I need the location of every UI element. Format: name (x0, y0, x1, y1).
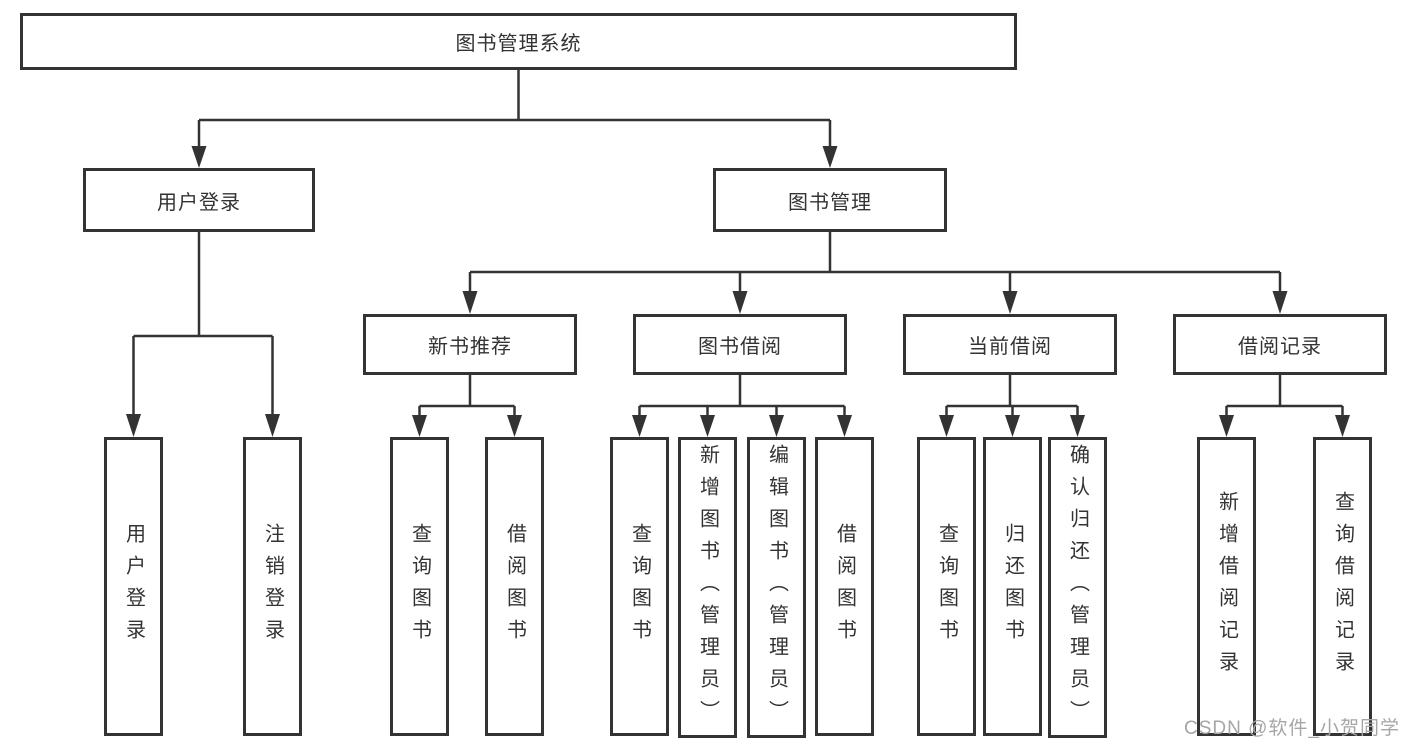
node-root: 图书管理系统 (20, 13, 1017, 70)
node-borrow-record: 借阅记录 (1173, 314, 1387, 375)
leaf-edit-book-admin: 编辑图书（管理员） (747, 437, 806, 738)
leaf-recommend-query-book-label: 查询图书 (408, 522, 431, 651)
leaf-user-login: 用户登录 (104, 437, 163, 736)
leaf-edit-book-admin-label: 编辑图书（管理员） (765, 443, 788, 732)
leaf-confirm-return-admin: 确认归还（管理员） (1048, 437, 1107, 738)
node-current-borrow: 当前借阅 (903, 314, 1117, 375)
leaf-return-book: 归还图书 (983, 437, 1042, 736)
leaf-confirm-return-admin-label: 确认归还（管理员） (1066, 443, 1089, 732)
node-book-borrow-label: 图书借阅 (698, 336, 782, 358)
node-new-book-recommend-label: 新书推荐 (428, 336, 512, 358)
leaf-logout-label: 注销登录 (261, 522, 284, 651)
csdn-watermark: CSDN @软件_小贺同学 (1184, 718, 1400, 739)
leaf-recommend-borrow-book: 借阅图书 (485, 437, 544, 736)
node-borrow-record-label: 借阅记录 (1238, 336, 1322, 358)
node-book-borrow: 图书借阅 (633, 314, 847, 375)
node-new-book-recommend: 新书推荐 (363, 314, 577, 375)
node-user-login: 用户登录 (83, 168, 315, 232)
leaf-borrow-query-book: 查询图书 (610, 437, 669, 736)
leaf-query-borrow-record: 查询借阅记录 (1313, 437, 1372, 736)
leaf-borrow-query-book-label: 查询图书 (628, 522, 651, 651)
node-root-label: 图书管理系统 (455, 33, 582, 55)
leaf-add-borrow-record-label: 新增借阅记录 (1215, 490, 1238, 683)
leaf-recommend-query-book: 查询图书 (390, 437, 449, 736)
node-current-borrow-label: 当前借阅 (968, 336, 1052, 358)
node-user-login-label: 用户登录 (157, 191, 241, 214)
leaf-current-query-book: 查询图书 (917, 437, 976, 736)
leaf-recommend-borrow-book-label: 借阅图书 (503, 522, 526, 651)
leaf-add-book-admin-label: 新增图书（管理员） (696, 443, 719, 732)
leaf-logout: 注销登录 (243, 437, 302, 736)
leaf-return-book-label: 归还图书 (1001, 522, 1024, 651)
leaf-borrow-book-label: 借阅图书 (833, 522, 856, 651)
leaf-user-login-label: 用户登录 (122, 522, 145, 651)
node-book-management: 图书管理 (713, 168, 947, 232)
leaf-borrow-book: 借阅图书 (815, 437, 874, 736)
leaf-current-query-book-label: 查询图书 (935, 522, 958, 651)
leaf-add-book-admin: 新增图书（管理员） (678, 437, 737, 738)
leaf-query-borrow-record-label: 查询借阅记录 (1331, 490, 1354, 683)
node-book-management-label: 图书管理 (788, 191, 872, 214)
leaf-add-borrow-record: 新增借阅记录 (1197, 437, 1256, 736)
